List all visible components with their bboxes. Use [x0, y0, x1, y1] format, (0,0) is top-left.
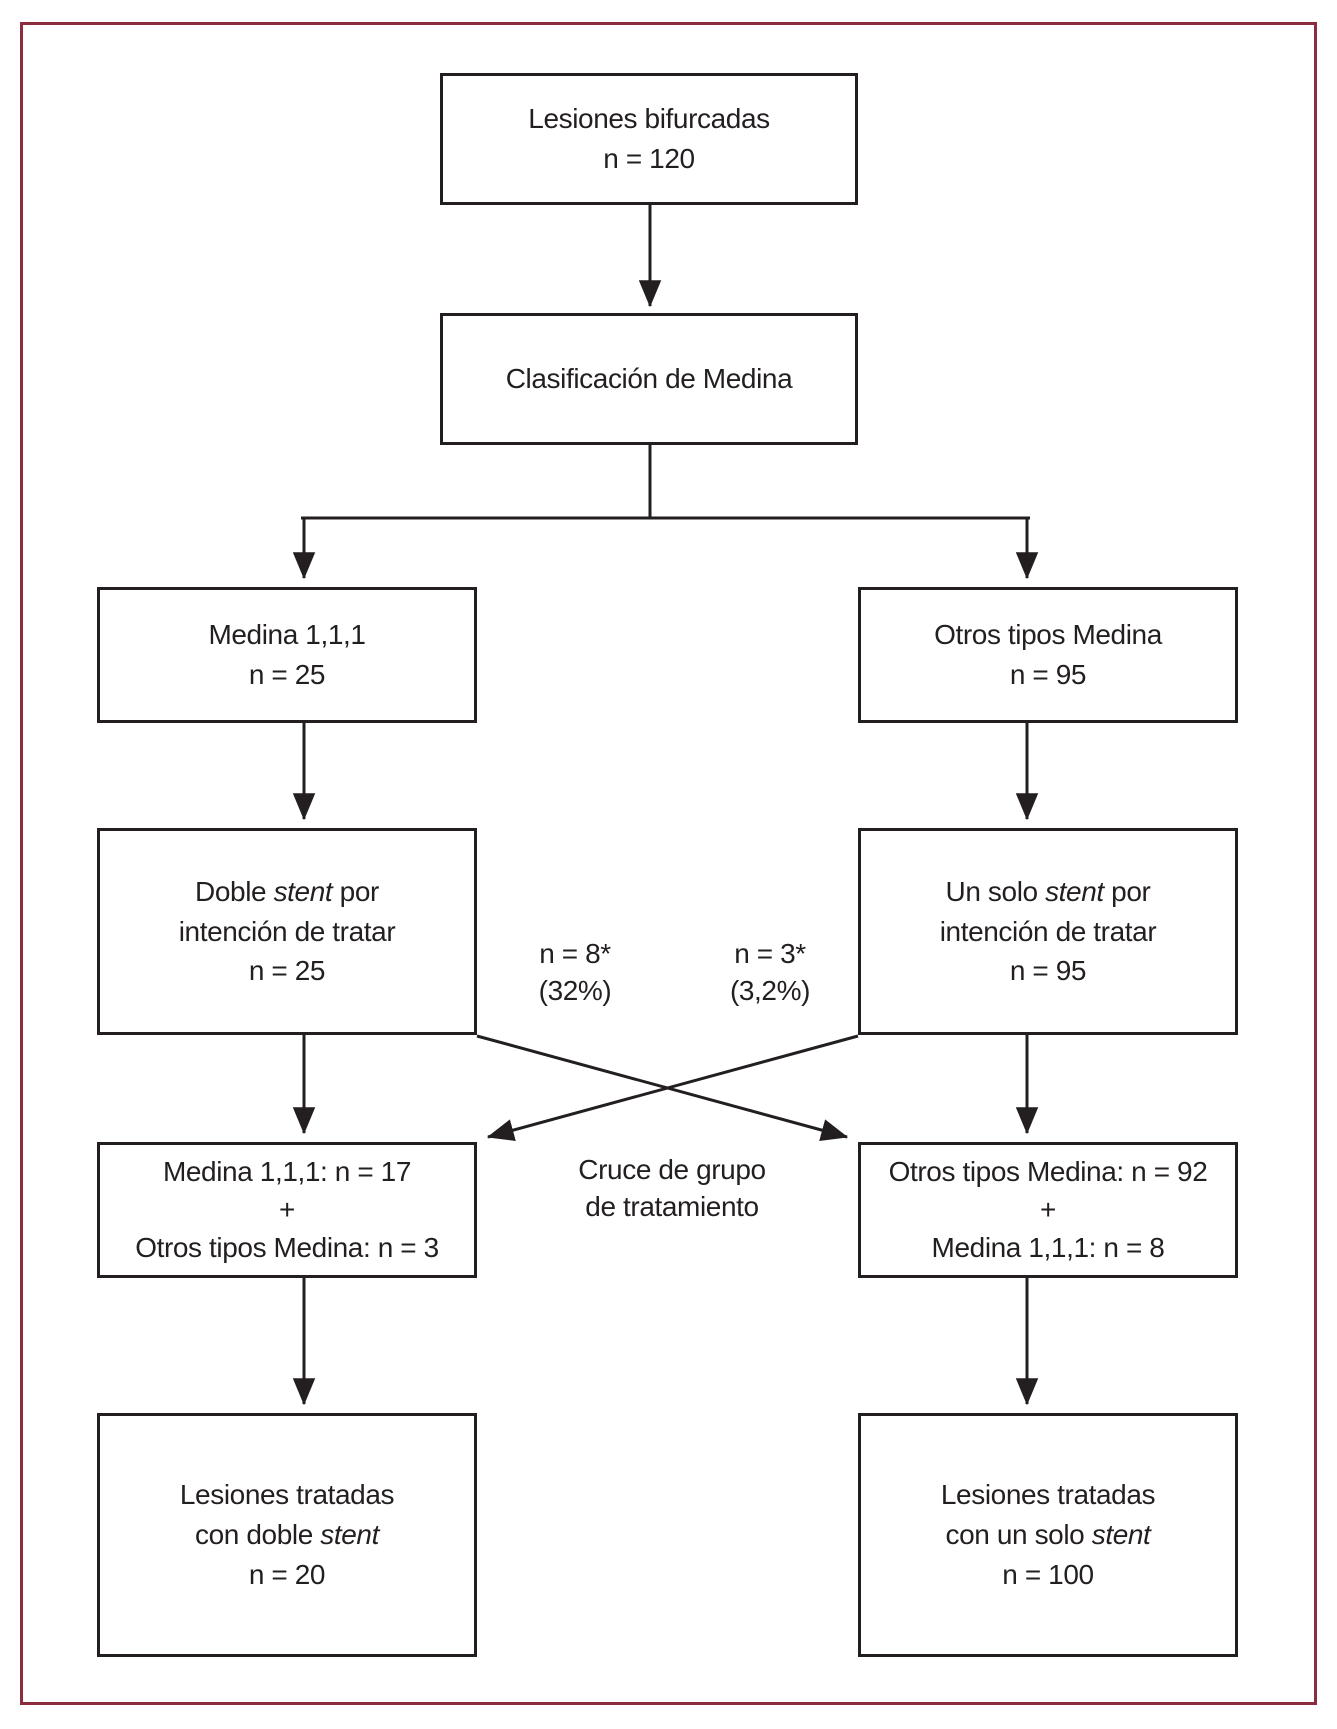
- label-crossover-desde-solo: n = 3* (3,2%): [729, 938, 811, 1006]
- box-lesiones-un-solo-stent: Lesiones tratadas con un solo stent n = …: [858, 1413, 1238, 1657]
- box-grupo-final-doble: Medina 1,1,1: n = 17 + Otros tipos Medin…: [97, 1142, 477, 1278]
- box-un-solo-stent-intencion: Un solo stent por intención de tratar n …: [858, 828, 1238, 1035]
- label-cruce-de-grupo: Cruce de grupo de tratamiento: [578, 1154, 766, 1222]
- label-crossover-desde-doble: n = 8* (32%): [538, 938, 612, 1006]
- box-lesiones-bifurcadas: Lesiones bifurcadas n = 120: [440, 73, 858, 205]
- box-otros-tipos-medina: Otros tipos Medina n = 95: [858, 587, 1238, 723]
- box-medina-111: Medina 1,1,1 n = 25: [97, 587, 477, 723]
- box-grupo-final-solo: Otros tipos Medina: n = 92 + Medina 1,1,…: [858, 1142, 1238, 1278]
- box-clasificacion-medina: Clasificación de Medina: [440, 313, 858, 445]
- box-doble-stent-intencion: Doble stent por intención de tratar n = …: [97, 828, 477, 1035]
- box-lesiones-doble-stent: Lesiones tratadas con doble stent n = 20: [97, 1413, 477, 1657]
